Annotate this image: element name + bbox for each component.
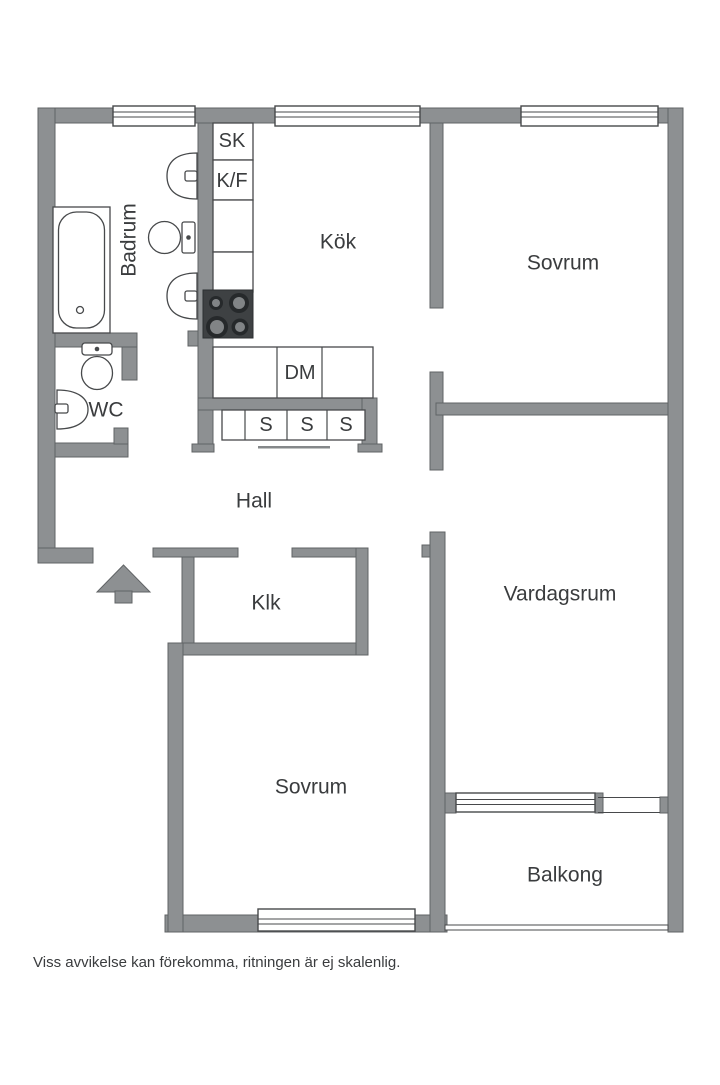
washbasin-icon bbox=[54, 389, 89, 430]
counter-divider bbox=[276, 347, 323, 398]
room-labels: Badrum Kök Sovrum WC Hall Klk Vardagsrum… bbox=[89, 203, 617, 886]
disclaimer-text: Viss avvikelse kan förekomma, ritningen … bbox=[33, 954, 400, 971]
window-kok bbox=[274, 105, 421, 127]
wall-segment bbox=[435, 402, 669, 416]
room-label-badrum: Badrum bbox=[118, 203, 141, 277]
cabinet-sk bbox=[212, 122, 254, 161]
room-label-balkong: Balkong bbox=[527, 864, 603, 887]
window-glazing bbox=[258, 918, 415, 925]
wall-segment bbox=[444, 792, 457, 814]
cabinet bbox=[212, 199, 254, 253]
wall-segment bbox=[594, 792, 604, 814]
wardrobe-cabinet bbox=[221, 409, 366, 441]
wall-segment bbox=[429, 531, 446, 933]
wall-segment bbox=[667, 107, 684, 933]
wall-segment bbox=[421, 544, 431, 558]
wall-segment bbox=[167, 642, 184, 933]
entrance-arrow bbox=[95, 564, 152, 604]
wall-segment bbox=[54, 442, 129, 458]
room-label-sovrum-bottom: Sovrum bbox=[275, 776, 347, 799]
wall-segment bbox=[429, 122, 444, 309]
wall-segment bbox=[187, 330, 199, 347]
stove-icon bbox=[202, 289, 254, 339]
wall-segment bbox=[357, 443, 383, 453]
room-label-hall: Hall bbox=[236, 490, 272, 513]
cabinet bbox=[212, 251, 254, 293]
window-balkong bbox=[455, 792, 596, 813]
wall-segment bbox=[197, 397, 378, 411]
wc-fixtures bbox=[54, 342, 114, 430]
wall-segment bbox=[659, 796, 669, 814]
wall-segment bbox=[152, 547, 239, 558]
window bbox=[112, 105, 196, 127]
bathtub-icon bbox=[52, 206, 111, 334]
counter bbox=[212, 346, 374, 399]
cabinet-label-sk: SK bbox=[219, 130, 246, 152]
wall-segment bbox=[167, 642, 369, 656]
window-glazing bbox=[275, 111, 420, 118]
cabinet-label-s: S bbox=[300, 414, 313, 436]
window bbox=[455, 792, 596, 813]
wall-segment bbox=[429, 371, 444, 471]
cabinet-label-kf: K/F bbox=[216, 170, 247, 192]
wall-segment bbox=[181, 556, 195, 644]
cabinet-label-dm: DM bbox=[284, 362, 315, 384]
room-label-vardagsrum: Vardagsrum bbox=[504, 583, 617, 606]
kitchen-threshold bbox=[258, 446, 330, 449]
wall-segment bbox=[121, 346, 138, 381]
room-label-klk: Klk bbox=[251, 592, 281, 615]
window-glazing bbox=[521, 111, 658, 118]
wardrobe-divider bbox=[244, 410, 328, 440]
room-label-wc: WC bbox=[89, 399, 124, 422]
toilet-icon bbox=[147, 220, 196, 255]
room-label-kok: Kök bbox=[320, 231, 357, 254]
cabinet-labels: SK K/F DM S S S bbox=[216, 130, 352, 436]
wall-segment bbox=[113, 427, 129, 445]
window-sovrum-top bbox=[520, 105, 659, 127]
wall-segment bbox=[37, 107, 56, 564]
wall-segment bbox=[37, 547, 94, 564]
window-glazing bbox=[113, 111, 195, 118]
window-sovrum-bottom bbox=[257, 908, 416, 932]
window bbox=[520, 105, 659, 127]
window bbox=[257, 908, 416, 932]
wardrobe-row bbox=[221, 409, 366, 441]
wall-segment bbox=[355, 547, 369, 656]
room-label-sovrum-top: Sovrum bbox=[527, 252, 599, 275]
kitchen-cabinets bbox=[202, 122, 374, 441]
balcony-door-opening bbox=[598, 797, 660, 813]
window-badrum bbox=[112, 105, 196, 127]
balcony-parapet bbox=[444, 924, 669, 931]
window bbox=[274, 105, 421, 127]
counter-dm-row bbox=[212, 346, 374, 399]
cabinet-label-s: S bbox=[339, 414, 352, 436]
window-glazing bbox=[456, 799, 595, 805]
wall-segment bbox=[191, 443, 215, 453]
washbasin-icon bbox=[166, 272, 198, 320]
badrum-fixtures bbox=[52, 152, 198, 334]
toilet-icon bbox=[80, 342, 114, 391]
cabinet-label-s: S bbox=[259, 414, 272, 436]
washbasin-icon bbox=[166, 152, 198, 200]
